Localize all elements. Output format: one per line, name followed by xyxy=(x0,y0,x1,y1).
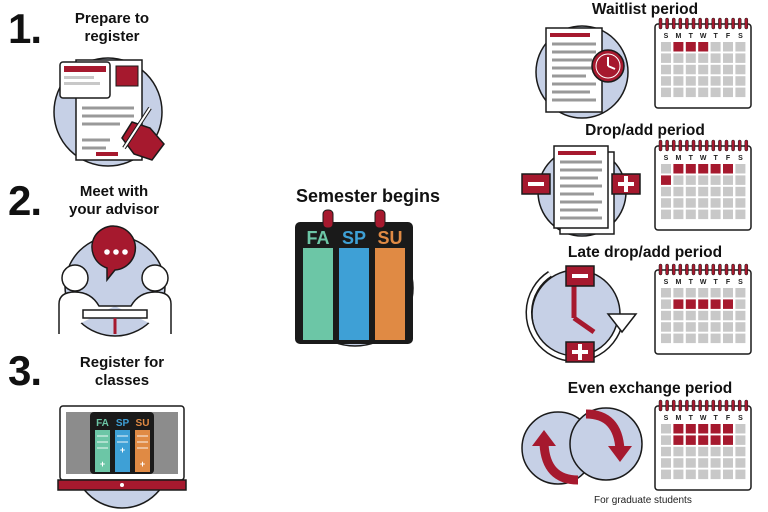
center-term-su: SU xyxy=(377,228,402,248)
calendar-day-label: W xyxy=(700,33,707,40)
calendar-day-label: T xyxy=(689,279,694,286)
calendar-day-label: S xyxy=(738,279,743,286)
calendar-day-label: F xyxy=(726,33,731,40)
calendar-day-label: S xyxy=(664,415,669,422)
period-1-title: Waitlist period xyxy=(591,1,699,18)
svg-text:+: + xyxy=(140,459,145,469)
calendar-day-label: F xyxy=(726,155,731,162)
period-4-title: Even exchange period xyxy=(567,380,733,397)
step-3-title-line1: Register for xyxy=(79,354,165,371)
monitor-term-fa: FA xyxy=(96,418,109,429)
svg-text:+: + xyxy=(120,445,125,455)
step-3-title: Register for classes xyxy=(60,354,184,390)
calendar-day-label: W xyxy=(700,279,707,286)
even-exchange-note: For graduate students xyxy=(594,495,692,506)
document-clock-icon xyxy=(535,25,629,119)
calendar-day-label: T xyxy=(713,33,718,40)
calendar-day-label: F xyxy=(726,415,731,422)
calendar-day-label: S xyxy=(664,279,669,286)
calendar-day-label: W xyxy=(700,155,707,162)
step-1-number: 1. xyxy=(8,5,42,52)
calendar-day-label: S xyxy=(664,33,669,40)
calendar-day-label: M xyxy=(675,279,681,286)
calendar-day-label: T xyxy=(713,155,718,162)
monitor-term-su: SU xyxy=(136,418,150,429)
step-2-title-line1: Meet with xyxy=(79,183,149,200)
period-2-title: Drop/add period xyxy=(585,122,705,139)
exchange-arrows-icon xyxy=(521,407,643,485)
calendar-day-label: S xyxy=(738,415,743,422)
document-minus-plus-icon xyxy=(521,145,641,237)
advisor-meeting-icon xyxy=(58,225,172,337)
step-3-number: 3. xyxy=(8,347,42,394)
step-1-title-line2: register xyxy=(84,28,140,45)
calendar-day-label: W xyxy=(700,415,707,422)
calendar-day-label: T xyxy=(689,155,694,162)
calendar-day-label: T xyxy=(713,279,718,286)
calendar-day-label: T xyxy=(689,415,694,422)
monitor-registration-icon: FA SP SU + + + xyxy=(57,405,187,509)
calendar-day-label: M xyxy=(675,155,681,162)
semester-calendar-icon: FA SP SU xyxy=(295,209,414,347)
step-1-title: Prepare to register xyxy=(52,10,172,46)
calendar-day-label: S xyxy=(738,33,743,40)
calendar-day-label: T xyxy=(689,33,694,40)
calendar-day-label: S xyxy=(664,155,669,162)
document-pen-icon xyxy=(53,57,165,167)
period-3-title: Late drop/add period xyxy=(567,244,723,261)
step-2-number: 2. xyxy=(8,177,42,224)
calendar-day-label: S xyxy=(738,155,743,162)
calendar-day-label: F xyxy=(726,279,731,286)
step-1-title-line1: Prepare to xyxy=(74,10,150,27)
step-2-title: Meet with your advisor xyxy=(52,183,176,219)
svg-text:+: + xyxy=(100,459,105,469)
calendar-day-label: M xyxy=(675,415,681,422)
monitor-term-sp: SP xyxy=(116,418,130,429)
clock-minus-plus-icon xyxy=(525,265,638,363)
center-term-sp: SP xyxy=(342,228,366,248)
step-3-title-line2: classes xyxy=(94,372,150,389)
center-term-fa: FA xyxy=(306,228,329,248)
step-2-title-line2: your advisor xyxy=(68,201,160,218)
calendar-day-label: M xyxy=(675,33,681,40)
semester-begins-title: Semester begins xyxy=(295,186,441,206)
calendar-day-label: T xyxy=(713,415,718,422)
